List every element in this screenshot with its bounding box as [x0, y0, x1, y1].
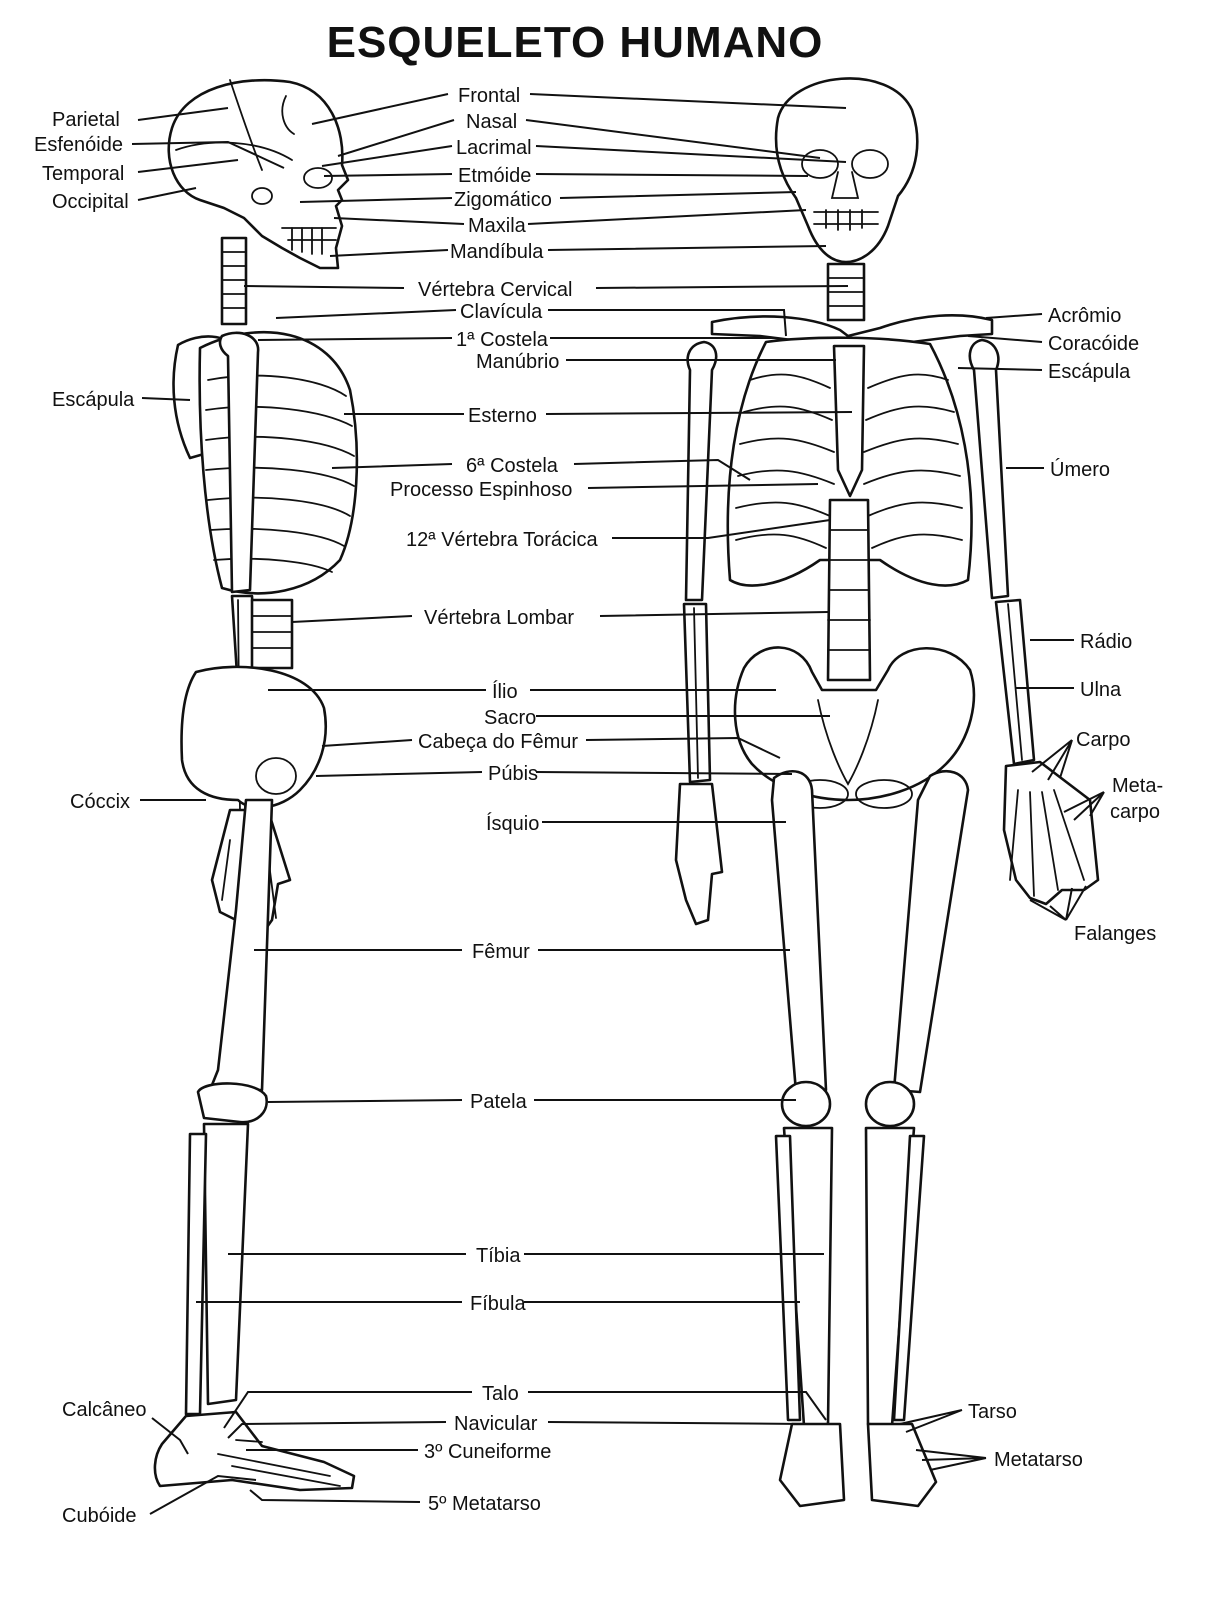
label-tarso: Tarso — [968, 1401, 1017, 1423]
label-calcaneo: Calcâneo — [62, 1399, 147, 1421]
label-primeira-costela: 1ª Costela — [456, 329, 549, 351]
label-temporal: Temporal — [42, 163, 124, 185]
label-parietal: Parietal — [52, 109, 120, 131]
label-talo: Talo — [482, 1383, 519, 1405]
label-metacarpo-line1: Meta- — [1112, 775, 1163, 797]
label-pubis: Púbis — [488, 763, 538, 785]
label-coccix: Cóccix — [70, 791, 130, 813]
label-femur: Fêmur — [472, 941, 530, 963]
label-maxila: Maxila — [468, 215, 527, 237]
label-ulna: Ulna — [1080, 679, 1122, 701]
label-metatarso: Metatarso — [994, 1449, 1083, 1471]
label-tibia: Tíbia — [476, 1245, 521, 1267]
label-falanges: Falanges — [1074, 923, 1156, 945]
frontal-skeleton — [674, 77, 1100, 1508]
label-cuboide: Cubóide — [62, 1505, 137, 1527]
label-escapula-right: Escápula — [1048, 361, 1131, 383]
label-etmoide: Etmóide — [458, 165, 531, 187]
label-umero: Úmero — [1050, 458, 1110, 481]
label-ilio: Ílio — [492, 680, 518, 703]
label-lacrimal: Lacrimal — [456, 137, 532, 159]
labels: Parietal Esfenóide Temporal Occipital Fr… — [34, 85, 1163, 1527]
label-radio: Rádio — [1080, 631, 1132, 653]
label-metacarpo-line2: carpo — [1110, 801, 1160, 823]
label-navicular: Navicular — [454, 1413, 538, 1435]
label-vertebra-cervical: Vértebra Cervical — [418, 279, 573, 301]
diagram-title: ESQUELETO HUMANO — [326, 18, 824, 67]
label-zigomatico: Zigomático — [454, 189, 552, 211]
label-cuneiforme: 3º Cuneiforme — [424, 1441, 551, 1463]
label-vertebra-toracica: 12ª Vértebra Torácica — [406, 529, 598, 551]
label-frontal: Frontal — [458, 85, 520, 107]
label-mandibula: Mandíbula — [450, 241, 544, 263]
label-coracoide: Coracóide — [1048, 333, 1139, 355]
label-vertebra-lombar: Vértebra Lombar — [424, 607, 574, 629]
label-metatarso-5: 5º Metatarso — [428, 1493, 541, 1515]
label-cabeca-femur: Cabeça do Fêmur — [418, 731, 578, 753]
label-esfenoide: Esfenóide — [34, 134, 123, 156]
label-occipital: Occipital — [52, 191, 129, 213]
label-carpo: Carpo — [1076, 729, 1130, 751]
lateral-skeleton — [153, 78, 359, 1492]
label-escapula-left: Escápula — [52, 389, 135, 411]
label-nasal: Nasal — [466, 111, 517, 133]
label-isquio: Ísquio — [486, 812, 539, 835]
label-processo-espinhoso: Processo Espinhoso — [390, 479, 572, 501]
label-manubrio: Manúbrio — [476, 351, 559, 373]
label-patela: Patela — [470, 1091, 528, 1113]
label-clavicula: Clavícula — [460, 301, 543, 323]
label-sacro: Sacro — [484, 707, 536, 729]
label-esterno: Esterno — [468, 405, 537, 427]
label-acromio: Acrômio — [1048, 305, 1121, 327]
label-fibula: Fíbula — [470, 1293, 526, 1315]
leader-lines — [131, 93, 1105, 1515]
label-sexta-costela: 6ª Costela — [466, 455, 559, 477]
